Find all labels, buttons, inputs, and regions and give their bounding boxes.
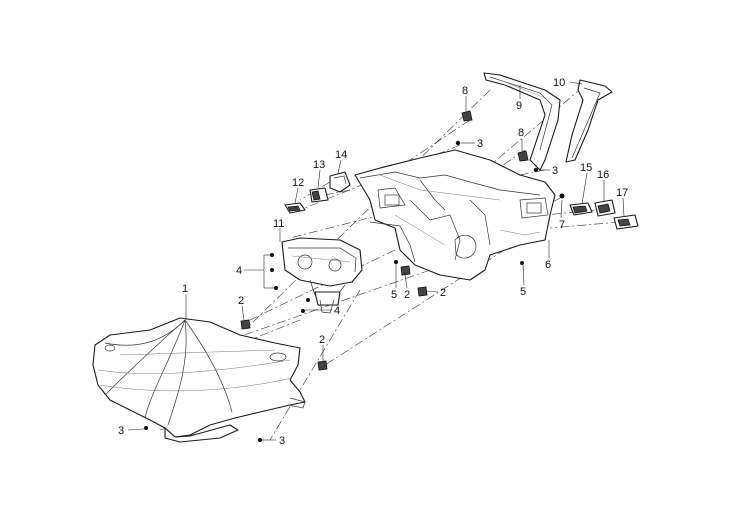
leader-lines xyxy=(127,81,625,441)
callout-part-1: 1 xyxy=(182,283,188,295)
part-10-right-trim xyxy=(565,79,613,163)
callout-part-14: 14 xyxy=(335,149,347,161)
callout-part-3b: 3 xyxy=(552,165,558,177)
callout-part-11: 11 xyxy=(273,218,284,230)
callout-part-2c: 2 xyxy=(440,287,446,299)
callout-part-3c: 3 xyxy=(118,425,124,437)
callout-part-15: 15 xyxy=(580,162,592,174)
callout-part-9: 9 xyxy=(516,100,522,112)
callout-part-3a: 3 xyxy=(477,138,483,150)
callout-part-2d: 2 xyxy=(319,334,325,346)
callout-part-16: 16 xyxy=(597,169,609,181)
callout-part-6: 6 xyxy=(545,259,551,271)
callout-part-5a: 5 xyxy=(391,289,397,301)
part-2-clips xyxy=(240,265,428,371)
part-17-switch xyxy=(613,214,639,230)
part-8-clips xyxy=(461,110,529,162)
callout-part-17: 17 xyxy=(616,187,628,199)
callout-part-8a: 8 xyxy=(462,85,468,97)
callout-part-3d: 3 xyxy=(279,435,285,447)
callout-part-2a: 2 xyxy=(238,295,244,307)
callout-part-5b: 5 xyxy=(520,286,526,298)
callout-part-12: 12 xyxy=(292,177,304,189)
screws xyxy=(144,140,565,442)
callout-set: 1 2 2 2 2 3 3 3 3 4 4 5 5 6 7 8 8 9 10 1… xyxy=(118,77,628,447)
part-11-meter-assembly xyxy=(281,237,363,314)
part-13-switch xyxy=(309,187,329,203)
callout-part-4b: 4 xyxy=(334,305,340,317)
part-12-switch xyxy=(284,202,306,214)
callout-part-10: 10 xyxy=(553,77,565,89)
callout-part-7: 7 xyxy=(559,219,565,231)
callout-part-2b: 2 xyxy=(404,289,410,301)
callout-part-8b: 8 xyxy=(518,127,524,139)
part-1-front-cover xyxy=(92,317,306,443)
part-15-switch xyxy=(569,202,593,216)
rear-handlebar-cover xyxy=(354,149,556,281)
callout-part-13: 13 xyxy=(313,159,325,171)
part-14-switch-housing xyxy=(329,171,351,193)
part-16-switch xyxy=(594,199,616,217)
callout-part-4a: 4 xyxy=(236,265,242,277)
